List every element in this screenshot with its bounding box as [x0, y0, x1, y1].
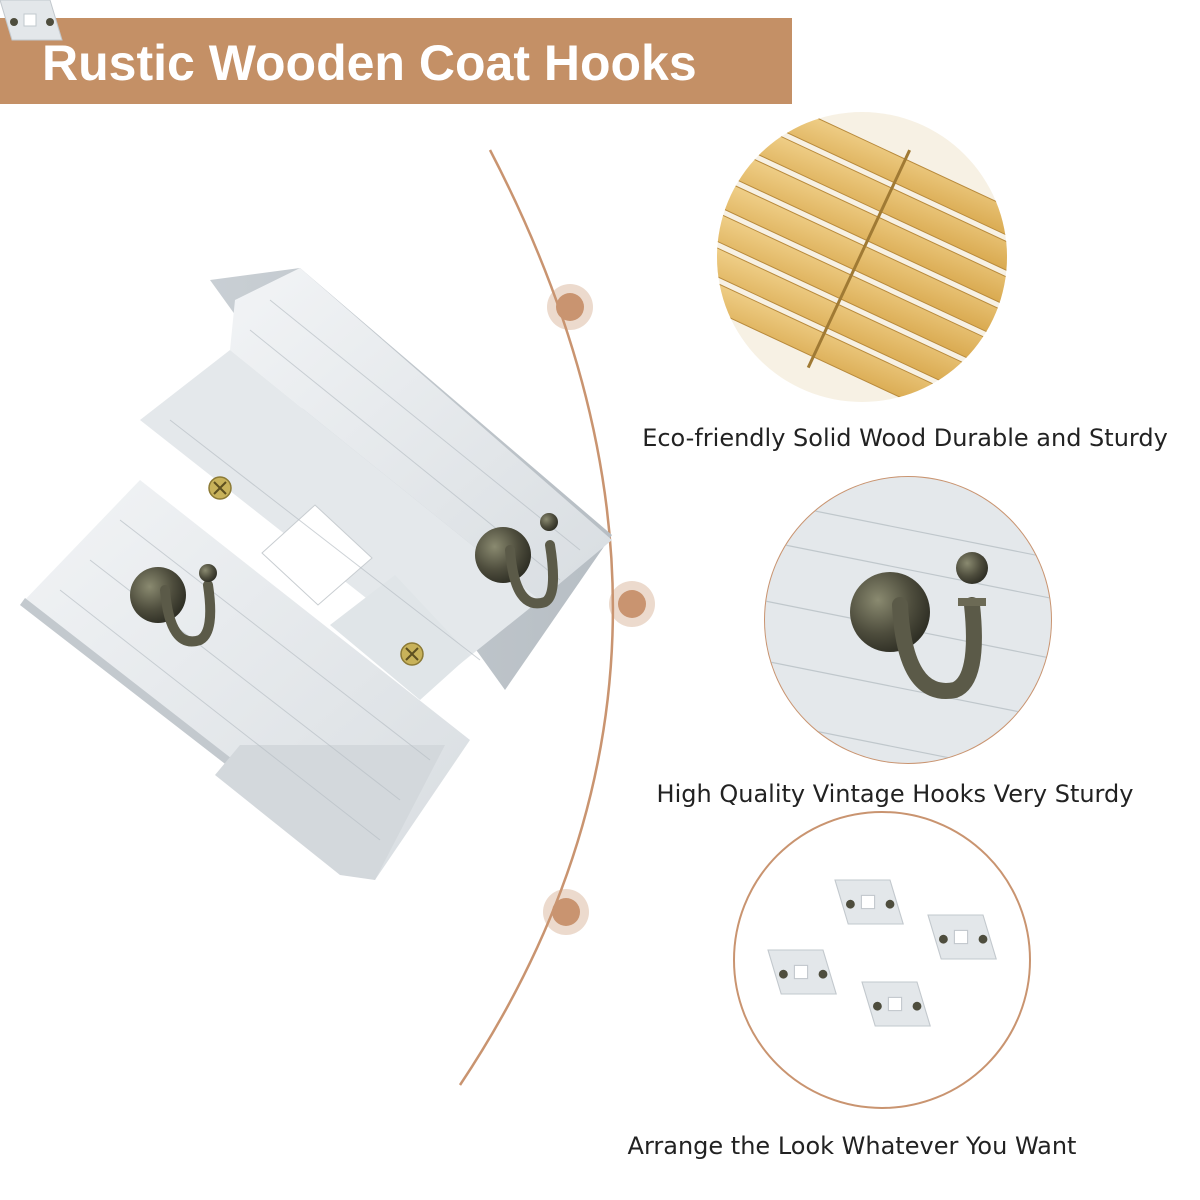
title-banner: Rustic Wooden Coat Hooks	[0, 18, 792, 104]
hook-icon	[475, 513, 559, 609]
feature-caption-3: Arrange the Look Whatever You Want	[627, 1132, 1077, 1160]
timeline-dot-3	[543, 889, 589, 935]
feature-caption-1: Eco-friendly Solid Wood Durable and Stur…	[642, 424, 1168, 452]
screw-icon	[208, 476, 232, 500]
feature-caption-2: High Quality Vintage Hooks Very Sturdy	[656, 780, 1134, 808]
mini-rack-icon	[0, 0, 63, 41]
timeline-dot-1	[547, 284, 593, 330]
timeline-dot-2	[609, 581, 655, 627]
banner-title: Rustic Wooden Coat Hooks	[42, 35, 697, 91]
screw-icon	[400, 642, 424, 666]
hook-icon	[130, 564, 217, 647]
hook-icon	[850, 552, 988, 699]
